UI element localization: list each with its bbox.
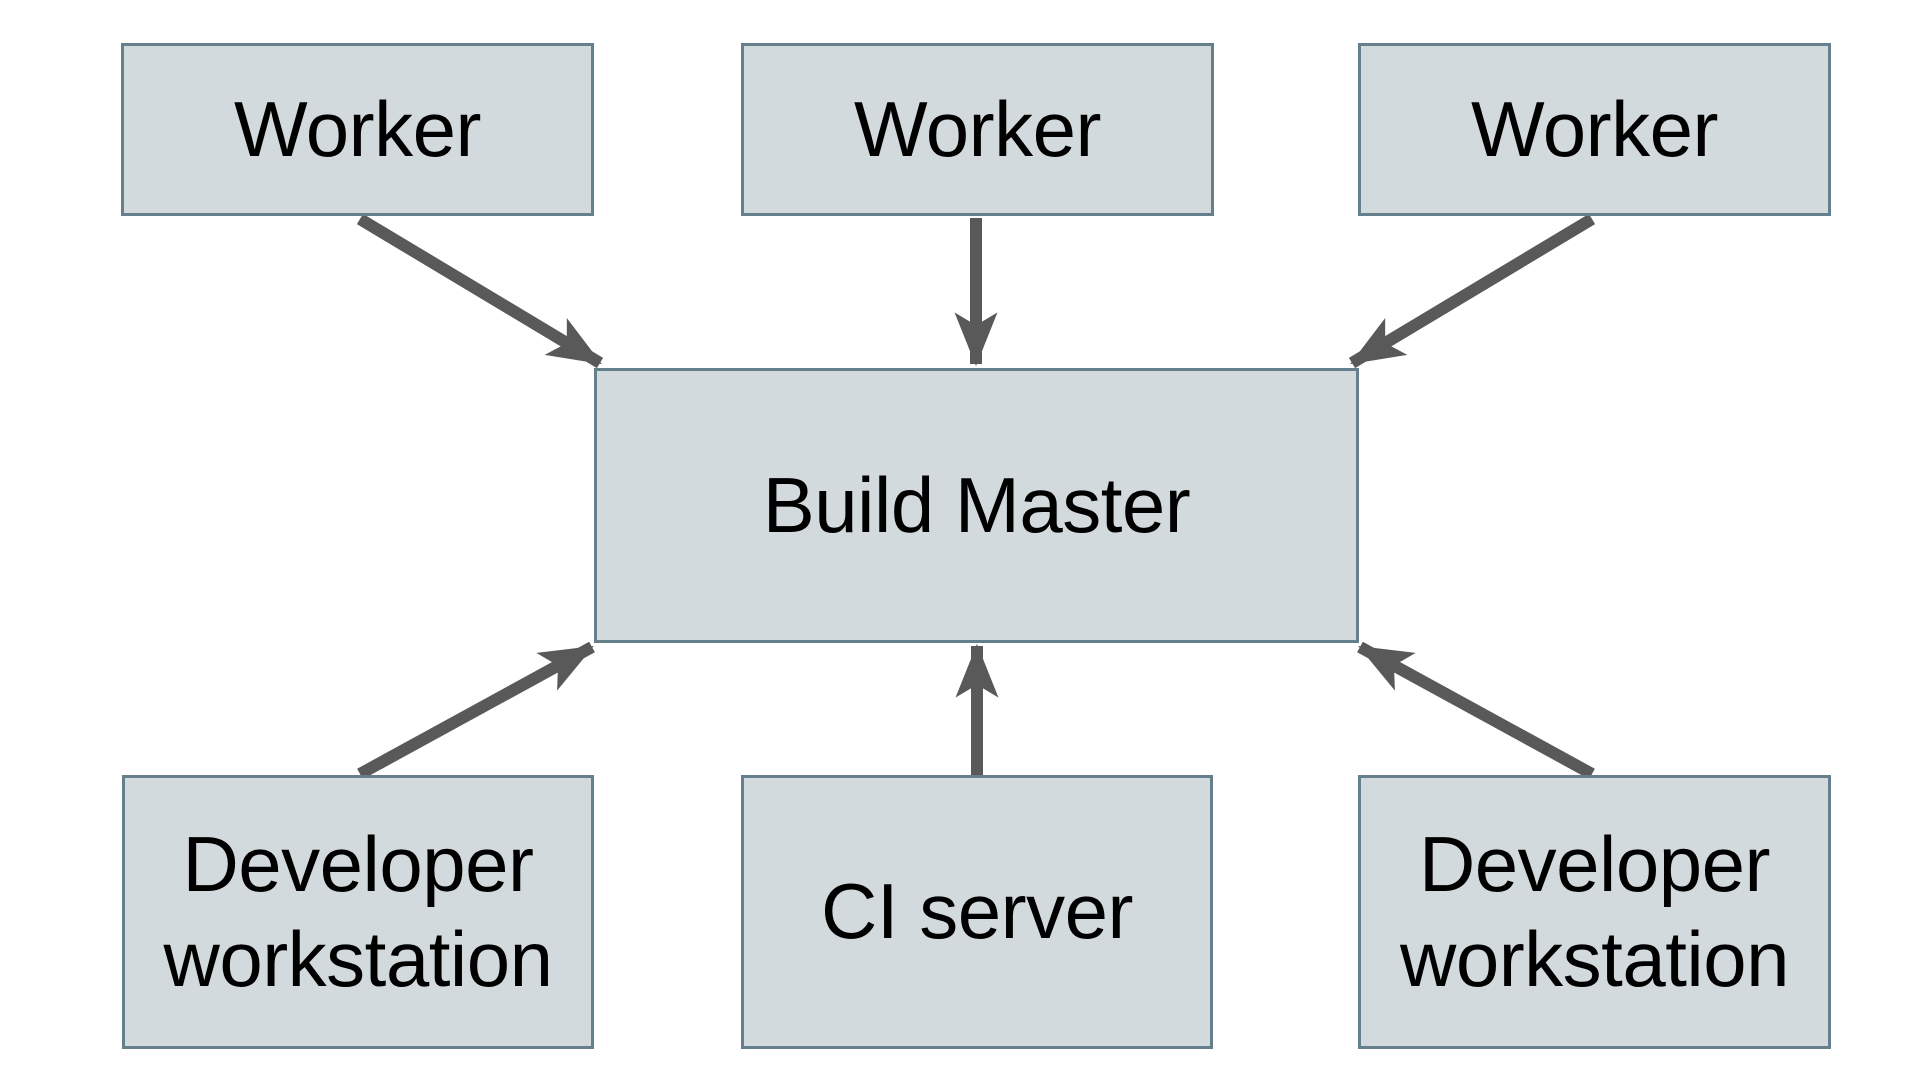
arrow-developer-workstation-right-to-build-master bbox=[1357, 641, 1595, 780]
arrow-worker-3-to-build-master bbox=[1348, 213, 1596, 369]
node-worker-3-label: Worker bbox=[1471, 84, 1718, 173]
node-worker-2: Worker bbox=[741, 43, 1214, 216]
arrow-worker-1-to-build-master bbox=[356, 213, 604, 369]
node-ci-server-label: CI server bbox=[821, 867, 1133, 956]
node-worker-1: Worker bbox=[121, 43, 594, 216]
node-build-master-label: Build Master bbox=[762, 460, 1191, 549]
node-worker-3: Worker bbox=[1358, 43, 1831, 216]
node-worker-1-label: Worker bbox=[234, 84, 481, 173]
arrow-developer-workstation-left-to-build-master bbox=[357, 641, 595, 780]
node-developer-workstation-left: Developer workstation bbox=[122, 775, 594, 1049]
node-developer-workstation-right: Developer workstation bbox=[1358, 775, 1831, 1049]
node-developer-workstation-left-label: Developer workstation bbox=[163, 819, 554, 1003]
node-worker-2-label: Worker bbox=[854, 84, 1101, 173]
node-developer-workstation-right-label: Developer workstation bbox=[1400, 819, 1790, 1003]
node-build-master: Build Master bbox=[594, 368, 1359, 643]
node-ci-server: CI server bbox=[741, 775, 1213, 1049]
